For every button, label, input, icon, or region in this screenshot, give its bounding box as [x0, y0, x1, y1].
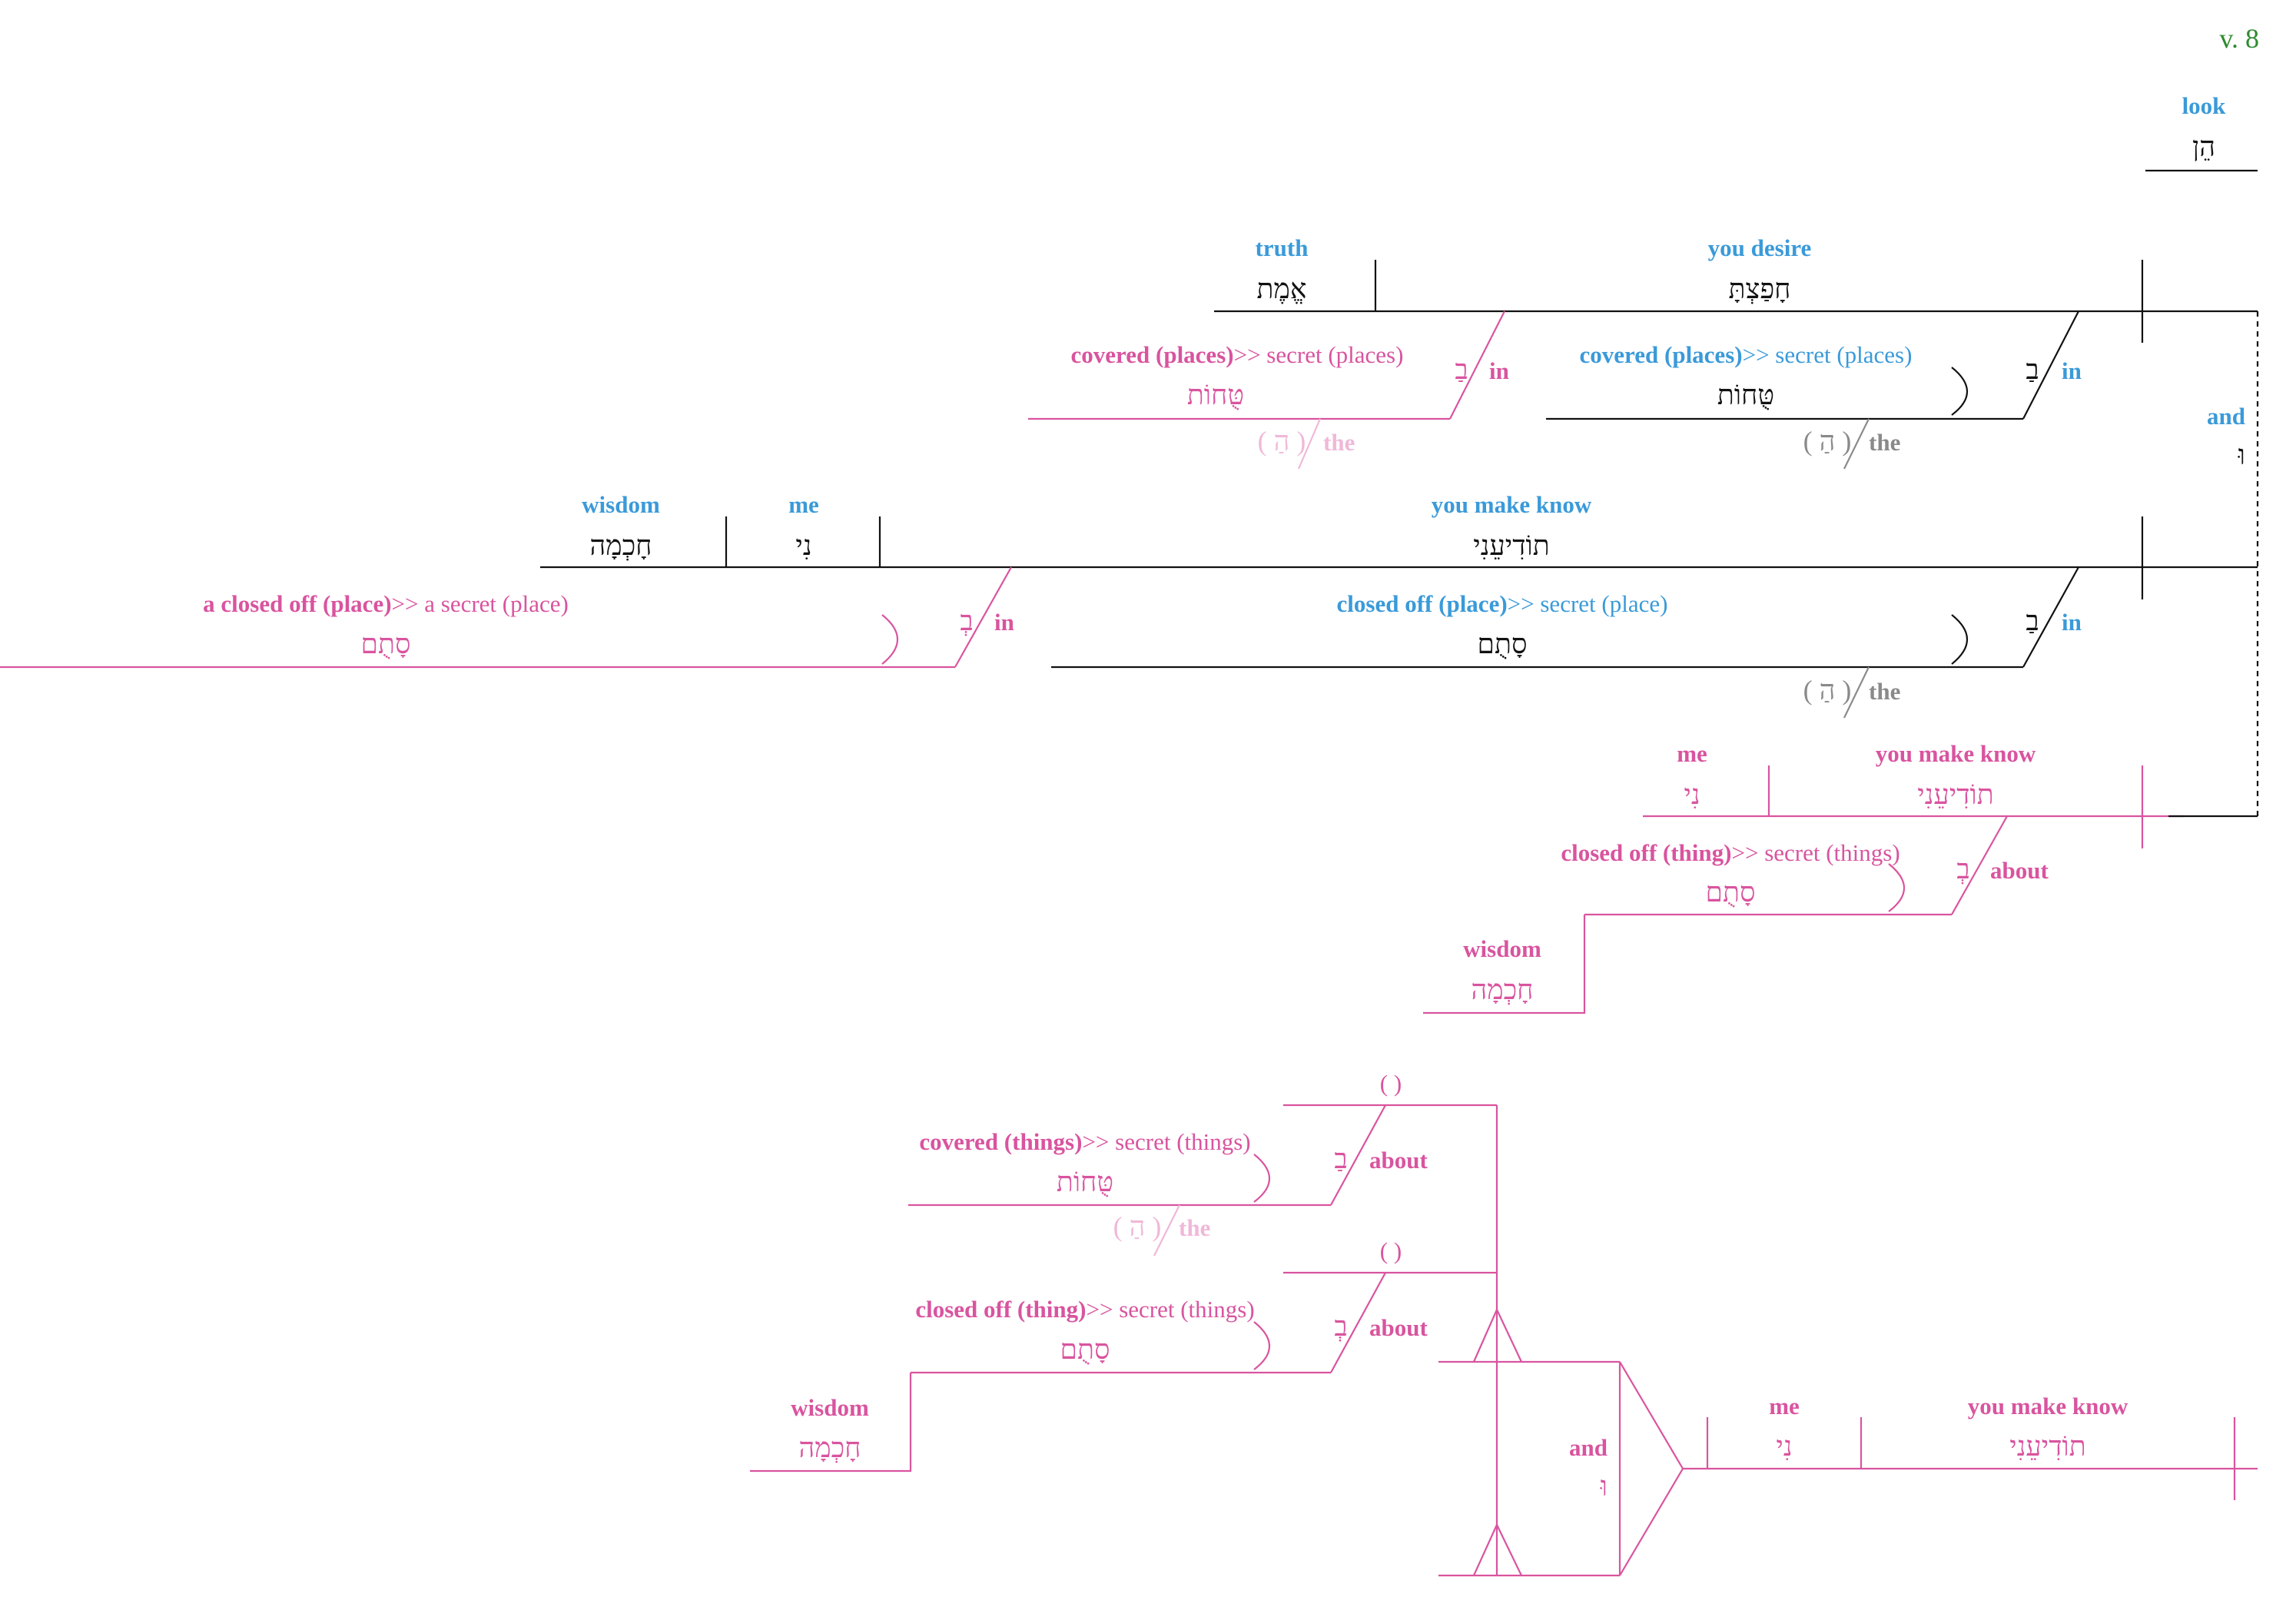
clause2-modb-hook: [1951, 614, 1969, 665]
clause2-modb-slant: [2022, 566, 2079, 668]
clause2-wisdom-en: wisdom: [582, 491, 660, 518]
clause4-moda-article-slant: [1153, 1204, 1180, 1257]
clause3-me-he: נִי: [1684, 779, 1700, 810]
desire-en: you desire: [1708, 234, 1812, 261]
clause4-moda-placeholder: ( ): [1380, 1070, 1402, 1097]
clause4-conj-en: and: [1569, 1434, 1608, 1461]
clause4-lower-triangle: [1472, 1522, 1522, 1576]
clause1-modb-en: covered (places)>> secret (places): [1580, 341, 1913, 368]
clause4-moda-prep-en: about: [1369, 1147, 1428, 1174]
clause2-modb-he: סָתֻם: [1478, 629, 1528, 659]
clause1-moda-he: טֻּחוֹת: [1187, 380, 1244, 410]
clause3-wisdom-he: חָכְמָה: [1471, 974, 1534, 1005]
clause4-modb-prep-en: about: [1369, 1314, 1428, 1341]
clause2-wisdom-he: חָכְמָה: [590, 530, 652, 561]
clause2-moda-he: סָתֻם: [361, 629, 411, 659]
clause1-modb-prep-en: in: [2062, 357, 2082, 384]
clause2-modb-prep-he: בַ: [2026, 606, 2039, 636]
clause2-moda-prep-en: in: [994, 609, 1014, 636]
clause3-makeknow-en: you make know: [1876, 740, 2036, 767]
clause2-moda-hook: [881, 614, 899, 665]
clause1-modb-hook: [1951, 367, 1969, 416]
clause4-modb-he: סָתֻם: [1060, 1334, 1110, 1365]
clause3-mod-en: closed off (thing)>> secret (things): [1561, 839, 1900, 866]
clause2-modb-article-slant: [1843, 666, 1870, 719]
clause4-moda-prep-he: בַ: [1334, 1144, 1347, 1174]
clause4-moda-hook: [1253, 1154, 1271, 1203]
clause4-moda-art-he: ( הַ ): [1113, 1211, 1162, 1242]
clause3-me-en: me: [1677, 740, 1707, 767]
clause1-moda-article-slant: [1297, 418, 1322, 470]
truth-en: truth: [1256, 234, 1309, 261]
verse-number: v. 8: [2219, 23, 2259, 54]
clause3-wisdom-en: wisdom: [1463, 935, 1541, 962]
clause2-modb-art-en: the: [1869, 678, 1900, 705]
clause4-upper-triangle: [1472, 1307, 1522, 1363]
clause4-wisdom-step: [750, 1373, 912, 1473]
clause1-moda-art-en: the: [1323, 429, 1355, 456]
clause2-moda-prep-he: בְ: [960, 606, 973, 636]
clause2-makeknow-he: תוֹדִיעֵנִי: [1473, 530, 1549, 561]
clause3-wisdom-step: [1423, 915, 1586, 1014]
desire-he: חָפַצְתָּ: [1729, 274, 1791, 304]
look-he: הֵן: [2192, 131, 2215, 162]
clause4-moda-en: covered (things)>> secret (things): [919, 1128, 1250, 1155]
clause3-makeknow-he: תוֹדִיעֵנִי: [1917, 779, 1993, 810]
clause2-me-he: נִי: [795, 530, 811, 561]
conj-and-en: and: [2207, 403, 2245, 430]
clause3-mod-slant: [1951, 815, 2008, 915]
clause1-modb-art-he: ( הַ ): [1803, 426, 1852, 457]
look-en: look: [2182, 92, 2227, 119]
clause4-moda-art-en: the: [1179, 1214, 1210, 1241]
clause3-mod-prep-he: בְ: [1956, 854, 1969, 885]
clause2-modb-prep-en: in: [2062, 609, 2082, 636]
clause3-mod-he: סָתֻם: [1706, 877, 1756, 908]
clause4-modb-prep-he: בְ: [1334, 1311, 1347, 1342]
clause2-moda-slant: [954, 566, 1012, 668]
clause4-makeknow-en: you make know: [1968, 1393, 2128, 1419]
clause4-modb-en: closed off (thing)>> secret (things): [915, 1296, 1254, 1323]
clause4-modb-slant: [1330, 1272, 1386, 1373]
clause4-join-chevron: [1619, 1361, 1684, 1576]
clause3-mod-prep-en: about: [1990, 857, 2049, 884]
clause4-wisdom-he: חָכְמָה: [799, 1433, 861, 1463]
truth-he: אֱמֶת: [1257, 274, 1307, 304]
clause2-modb-art-he: ( הַ ): [1803, 675, 1852, 706]
clause4-me-en: me: [1769, 1393, 1800, 1419]
conj-and-he: וּ: [2238, 440, 2245, 470]
clause4-modb-hook: [1253, 1321, 1271, 1370]
clause1-moda-art-he: ( הַ ): [1258, 426, 1306, 457]
clause1-moda-slant: [1449, 310, 1505, 420]
clause2-modb-en: closed off (place)>> secret (place): [1337, 590, 1668, 617]
clause1-moda-en: covered (places)>> secret (places): [1071, 341, 1404, 368]
clause2-makeknow-en: you make know: [1432, 491, 1592, 518]
clause4-moda-he: טֻּחוֹת: [1057, 1167, 1113, 1197]
clause1-modb-he: טֻּחוֹת: [1717, 380, 1774, 410]
clause4-makeknow-he: תוֹדִיעֵנִי: [2009, 1431, 2085, 1462]
clause1-modb-article-slant: [1843, 418, 1870, 470]
clause1-moda-prep-en: in: [1489, 357, 1509, 384]
clause4-wisdom-en: wisdom: [791, 1394, 869, 1421]
clause4-moda-slant: [1330, 1104, 1386, 1206]
clause3-mod-hook: [1888, 863, 1906, 912]
clause1-moda-prep-he: בַ: [1455, 354, 1468, 385]
clause1-modb-art-en: the: [1869, 429, 1900, 456]
clause2-moda-en: a closed off (place)>> a secret (place): [203, 590, 569, 617]
clause1-modb-prep-he: בַ: [2026, 354, 2039, 385]
clause4-modb-placeholder: ( ): [1380, 1237, 1402, 1264]
clause1-modb-slant: [2022, 310, 2079, 420]
clause4-me-he: נִי: [1776, 1431, 1792, 1462]
clause4-conj-he: וּ: [1600, 1471, 1608, 1502]
clause2-me-en: me: [788, 491, 819, 518]
